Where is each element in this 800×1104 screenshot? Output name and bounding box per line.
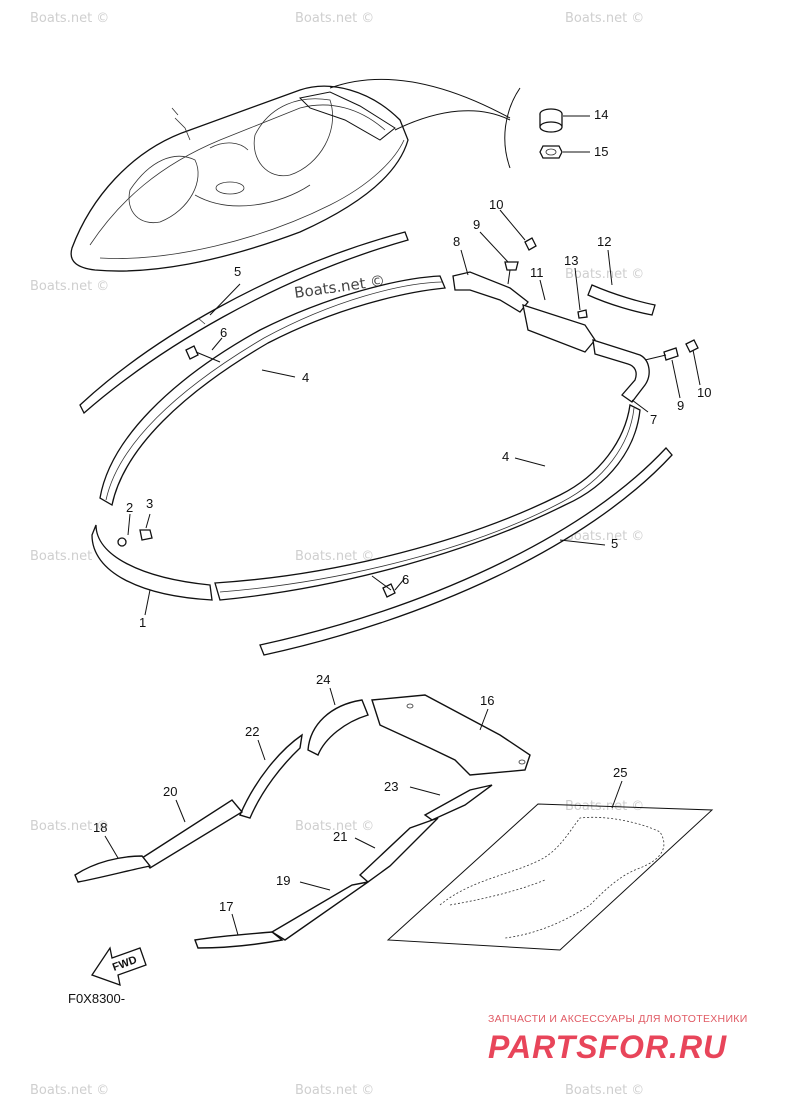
callout-4: 4 xyxy=(302,370,309,385)
watercraft-illustration xyxy=(70,78,521,272)
callout-16: 16 xyxy=(480,693,494,708)
watermark: Boats.net © xyxy=(295,819,374,834)
part-12-strip xyxy=(587,284,656,316)
watermark: Boats.net © xyxy=(295,11,374,26)
fwd-arrow-icon: FWD xyxy=(90,946,147,986)
watermark: Boats.net © xyxy=(295,549,374,564)
watermark: Boats.net © xyxy=(565,529,644,544)
brand-name: PARTSFOR.RU xyxy=(488,1029,727,1065)
callout-3: 3 xyxy=(146,496,153,511)
callout-11: 11 xyxy=(530,265,544,280)
part-5-strip-lower xyxy=(259,447,673,656)
callout-18: 18 xyxy=(93,820,107,835)
callout-25: 25 xyxy=(613,765,627,780)
watermark: Boats.net © xyxy=(565,11,644,26)
part-25-sheet xyxy=(386,803,714,951)
callout-17: 17 xyxy=(219,899,233,914)
callout-5: 5 xyxy=(234,264,241,279)
callout-24: 24 xyxy=(316,672,330,687)
diagram-code: F0X8300- xyxy=(68,991,125,1006)
callout-10: 10 xyxy=(489,197,503,212)
watermark: Boats.net © xyxy=(565,1083,644,1098)
callout-12: 12 xyxy=(597,234,611,249)
brand-tagline: ЗАПЧАСТИ И АКСЕССУАРЫ ДЛЯ МОТОТЕХНИКИ xyxy=(488,1013,748,1025)
gunwale-rail xyxy=(91,271,650,601)
callout-2: 2 xyxy=(126,500,133,515)
callout-19: 19 xyxy=(276,873,290,888)
callout-7: 7 xyxy=(650,412,657,427)
callout-13: 13 xyxy=(564,253,578,268)
callout-15: 15 xyxy=(594,144,608,159)
watermark: Boats.net © xyxy=(295,1083,374,1098)
part-14-15-group xyxy=(539,108,590,159)
part-5-strip-upper xyxy=(79,231,409,415)
callout-1: 1 xyxy=(139,615,146,630)
brand-logo: ЗАПЧАСТИ И АКСЕССУАРЫ ДЛЯ МОТОТЕХНИКИ PA… xyxy=(488,1013,748,1065)
callout-20: 20 xyxy=(163,784,177,799)
callout-23: 23 xyxy=(384,779,398,794)
watermark: Boats.net © xyxy=(30,819,109,834)
callouts: 1 2 3 4 4 5 5 6 6 7 8 9 9 10 10 11 12 13… xyxy=(93,107,711,914)
watermark: Boats.net © xyxy=(565,267,644,282)
leader-lines xyxy=(127,209,701,616)
callout-9: 9 xyxy=(473,217,480,232)
small-fasteners xyxy=(117,237,699,598)
callout-6: 6 xyxy=(402,572,409,587)
watermark: Boats.net © xyxy=(30,1083,109,1098)
callout-6: 6 xyxy=(220,325,227,340)
callout-9: 9 xyxy=(677,398,684,413)
watermark: Boats.net © xyxy=(30,549,109,564)
callout-21: 21 xyxy=(333,829,347,844)
mat-pads xyxy=(74,694,531,949)
callout-8: 8 xyxy=(453,234,460,249)
callout-4: 4 xyxy=(502,449,509,464)
watermark: Boats.net © xyxy=(30,279,109,294)
callout-14: 14 xyxy=(594,107,608,122)
watermark: Boats.net © xyxy=(30,11,109,26)
callout-leaders-bottom xyxy=(104,687,623,936)
callout-22: 22 xyxy=(245,724,259,739)
callout-5: 5 xyxy=(611,536,618,551)
callout-10: 10 xyxy=(697,385,711,400)
